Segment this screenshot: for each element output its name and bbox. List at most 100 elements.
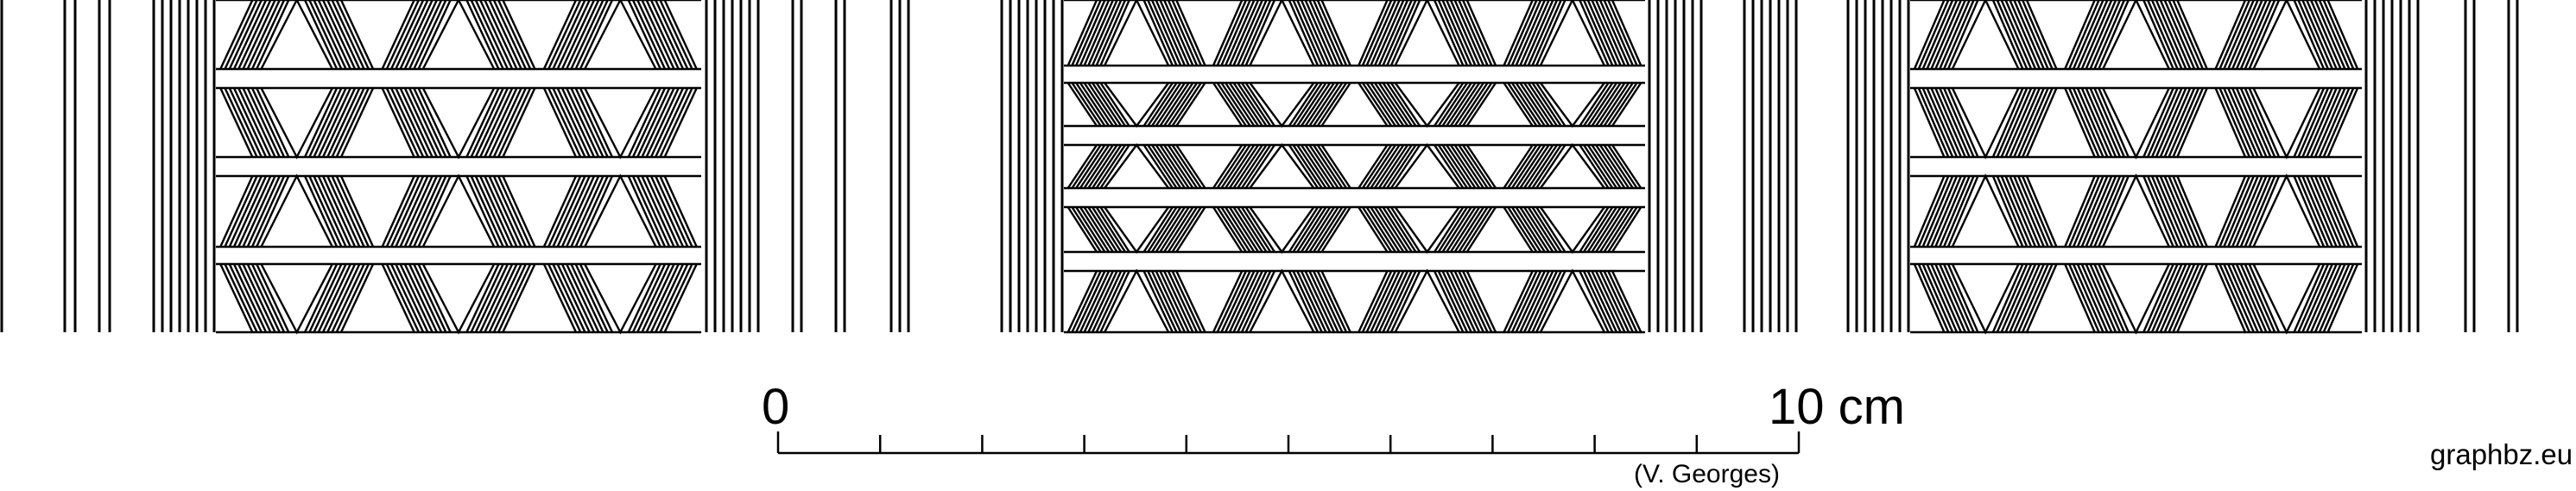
hatch-line — [1946, 263, 1979, 333]
hatch-line — [1586, 82, 1618, 127]
hatch-line — [2313, 175, 2346, 248]
hatch-line — [1071, 82, 1102, 127]
hatch-line — [1942, 87, 1975, 158]
hatch-line — [574, 175, 609, 248]
hatch-line — [1461, 270, 1493, 333]
hatch-line — [484, 0, 518, 70]
hatch-line — [335, 0, 370, 70]
hatch-line — [2231, 175, 2263, 248]
hatch-line — [2239, 0, 2272, 70]
hatch-line — [1304, 144, 1335, 189]
hatch-line — [303, 87, 339, 158]
hatch-line — [417, 87, 452, 158]
hatch-line — [237, 87, 272, 158]
hatch-line — [2297, 263, 2330, 333]
hatch-line — [331, 175, 365, 248]
hatch-line — [1244, 144, 1275, 189]
triangle-motif — [584, 263, 657, 335]
hatch-line — [413, 0, 447, 70]
hatch-line — [492, 0, 528, 70]
hatch-line — [497, 263, 532, 333]
hatch-line — [1075, 270, 1106, 333]
hatch-line — [1946, 87, 1979, 158]
hatch-line — [1228, 0, 1260, 66]
triangle-motif — [1104, 82, 1170, 129]
hatch-line — [385, 87, 421, 158]
hatch-line — [1175, 0, 1206, 66]
hatch-line — [1449, 0, 1481, 66]
hatch-line — [2168, 263, 2200, 333]
hatch-line — [1099, 206, 1130, 253]
hatch-line — [1071, 144, 1102, 189]
hatch-line — [497, 87, 532, 158]
hatch-line — [1579, 206, 1610, 253]
triangle-motif — [1249, 206, 1315, 255]
hatch-line — [2172, 175, 2205, 248]
hatch-line — [636, 263, 671, 333]
hatch-line — [2326, 87, 2359, 158]
hatch-line — [1066, 82, 1098, 127]
hatch-line — [645, 0, 680, 70]
hatch-line — [1535, 206, 1566, 253]
hatch-line — [2223, 175, 2255, 248]
hatch-line — [1996, 263, 2029, 333]
hatch-line — [331, 0, 365, 70]
hatch-line — [1095, 0, 1127, 66]
hatch-line — [219, 87, 254, 158]
hatch-line — [631, 175, 667, 248]
hatch-line — [1066, 270, 1098, 333]
hatch-line — [1365, 0, 1397, 66]
hatch-line — [655, 175, 689, 248]
hatch-line — [1991, 263, 2024, 333]
hatch-line — [2093, 87, 2126, 158]
hatch-line — [1095, 270, 1127, 333]
hatch-line — [1175, 82, 1206, 127]
hatch-line — [2223, 87, 2255, 158]
hatch-line — [1099, 0, 1130, 66]
hatch-line — [1611, 206, 1642, 253]
hatch-line — [2009, 0, 2041, 70]
hatch-line — [1377, 0, 1409, 66]
triangle-motif — [1951, 173, 2020, 248]
hatch-line — [2297, 175, 2330, 248]
hatch-line — [403, 263, 438, 333]
hatch-line — [228, 175, 263, 248]
hatch-line — [1171, 206, 1202, 253]
hatch-line — [2142, 175, 2174, 248]
hatch-line — [502, 0, 536, 70]
hatch-line — [1934, 87, 1966, 158]
hatch-line — [381, 0, 415, 70]
hatch-line — [1220, 270, 1251, 333]
hatch-line — [2025, 175, 2058, 248]
hatch-line — [465, 175, 500, 248]
panel-right — [1910, 0, 2362, 335]
hatch-line — [317, 0, 351, 70]
triangle-motif — [2102, 0, 2170, 70]
hatch-line — [2235, 0, 2268, 70]
hatch-line — [547, 87, 582, 158]
hatch-line — [570, 263, 604, 333]
hatch-line — [317, 175, 351, 248]
hatch-line — [2322, 0, 2355, 70]
hatch-line — [1374, 82, 1405, 127]
hatch-line — [2223, 0, 2255, 70]
hatch-line — [303, 175, 339, 248]
hatch-line — [2098, 175, 2130, 248]
hatch-line — [1591, 270, 1622, 333]
hatch-line — [321, 0, 357, 70]
hatch-line — [1292, 144, 1323, 189]
hatch-line — [1503, 206, 1534, 253]
hatch-line — [1312, 0, 1344, 66]
hatch-line — [1212, 270, 1244, 333]
hatch-line — [1446, 206, 1477, 253]
hatch-line — [1461, 0, 1493, 66]
triangle-motif — [1951, 87, 2020, 160]
hatch-line — [1304, 270, 1336, 333]
hatch-line — [2227, 0, 2259, 70]
hatch-line — [246, 263, 281, 333]
hatch-line — [1434, 82, 1465, 127]
hatch-line — [408, 87, 443, 158]
hatch-line — [237, 263, 272, 333]
hatch-line — [1535, 144, 1566, 189]
hatch-line — [1510, 270, 1542, 333]
